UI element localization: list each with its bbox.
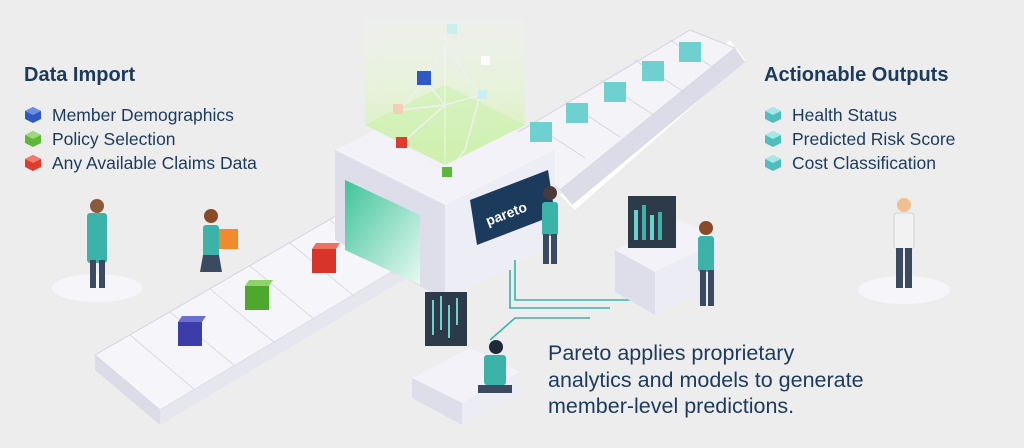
actionable-outputs-list: Health Status Predicted Risk Score Cost … (764, 103, 955, 175)
list-item-label: Policy Selection (52, 128, 176, 149)
list-item-label: Predicted Risk Score (792, 128, 956, 149)
output-cubes (530, 42, 701, 142)
teal-cube-icon (765, 155, 781, 171)
connection-cables (489, 260, 640, 341)
output-conveyor (504, 29, 745, 210)
list-item-label: Cost Classification (792, 152, 936, 173)
input-cubes (178, 229, 340, 346)
processing-machine (335, 20, 555, 300)
list-item-label: Health Status (792, 104, 898, 125)
teal-cube-icon (765, 131, 781, 147)
data-import-title: Data Import (24, 64, 136, 86)
person-at-machine (542, 186, 558, 264)
person-left (52, 199, 142, 302)
caption-line: analytics and models to generate (548, 367, 864, 392)
pareto-logo-panel (470, 170, 555, 245)
workstation-bottom (412, 292, 520, 425)
list-item: Predicted Risk Score (764, 127, 955, 151)
green-cube-icon (25, 131, 41, 147)
person-far-right (858, 198, 950, 304)
list-item: Policy Selection (24, 127, 257, 151)
actionable-outputs-title: Actionable Outputs (764, 64, 949, 86)
description-caption: Pareto applies proprietary analytics and… (548, 340, 864, 420)
person-with-cube (200, 209, 222, 272)
list-item-label: Any Available Claims Data (52, 152, 257, 173)
blue-cube-icon (25, 107, 41, 123)
workstation-right (615, 196, 720, 315)
teal-cube-icon (765, 107, 781, 123)
data-import-list: Member Demographics Policy Selection Any… (24, 103, 257, 175)
red-cube-icon (25, 155, 41, 171)
list-item-label: Member Demographics (52, 104, 234, 125)
list-item: Health Status (764, 103, 955, 127)
network-graph (399, 29, 482, 173)
list-item: Member Demographics (24, 103, 257, 127)
list-item: Any Available Claims Data (24, 151, 257, 175)
person-right-station (698, 221, 714, 306)
network-nodes (393, 24, 490, 177)
caption-line: Pareto applies proprietary (548, 341, 795, 365)
caption-line: member-level predictions. (548, 394, 795, 418)
list-item: Cost Classification (764, 151, 955, 175)
